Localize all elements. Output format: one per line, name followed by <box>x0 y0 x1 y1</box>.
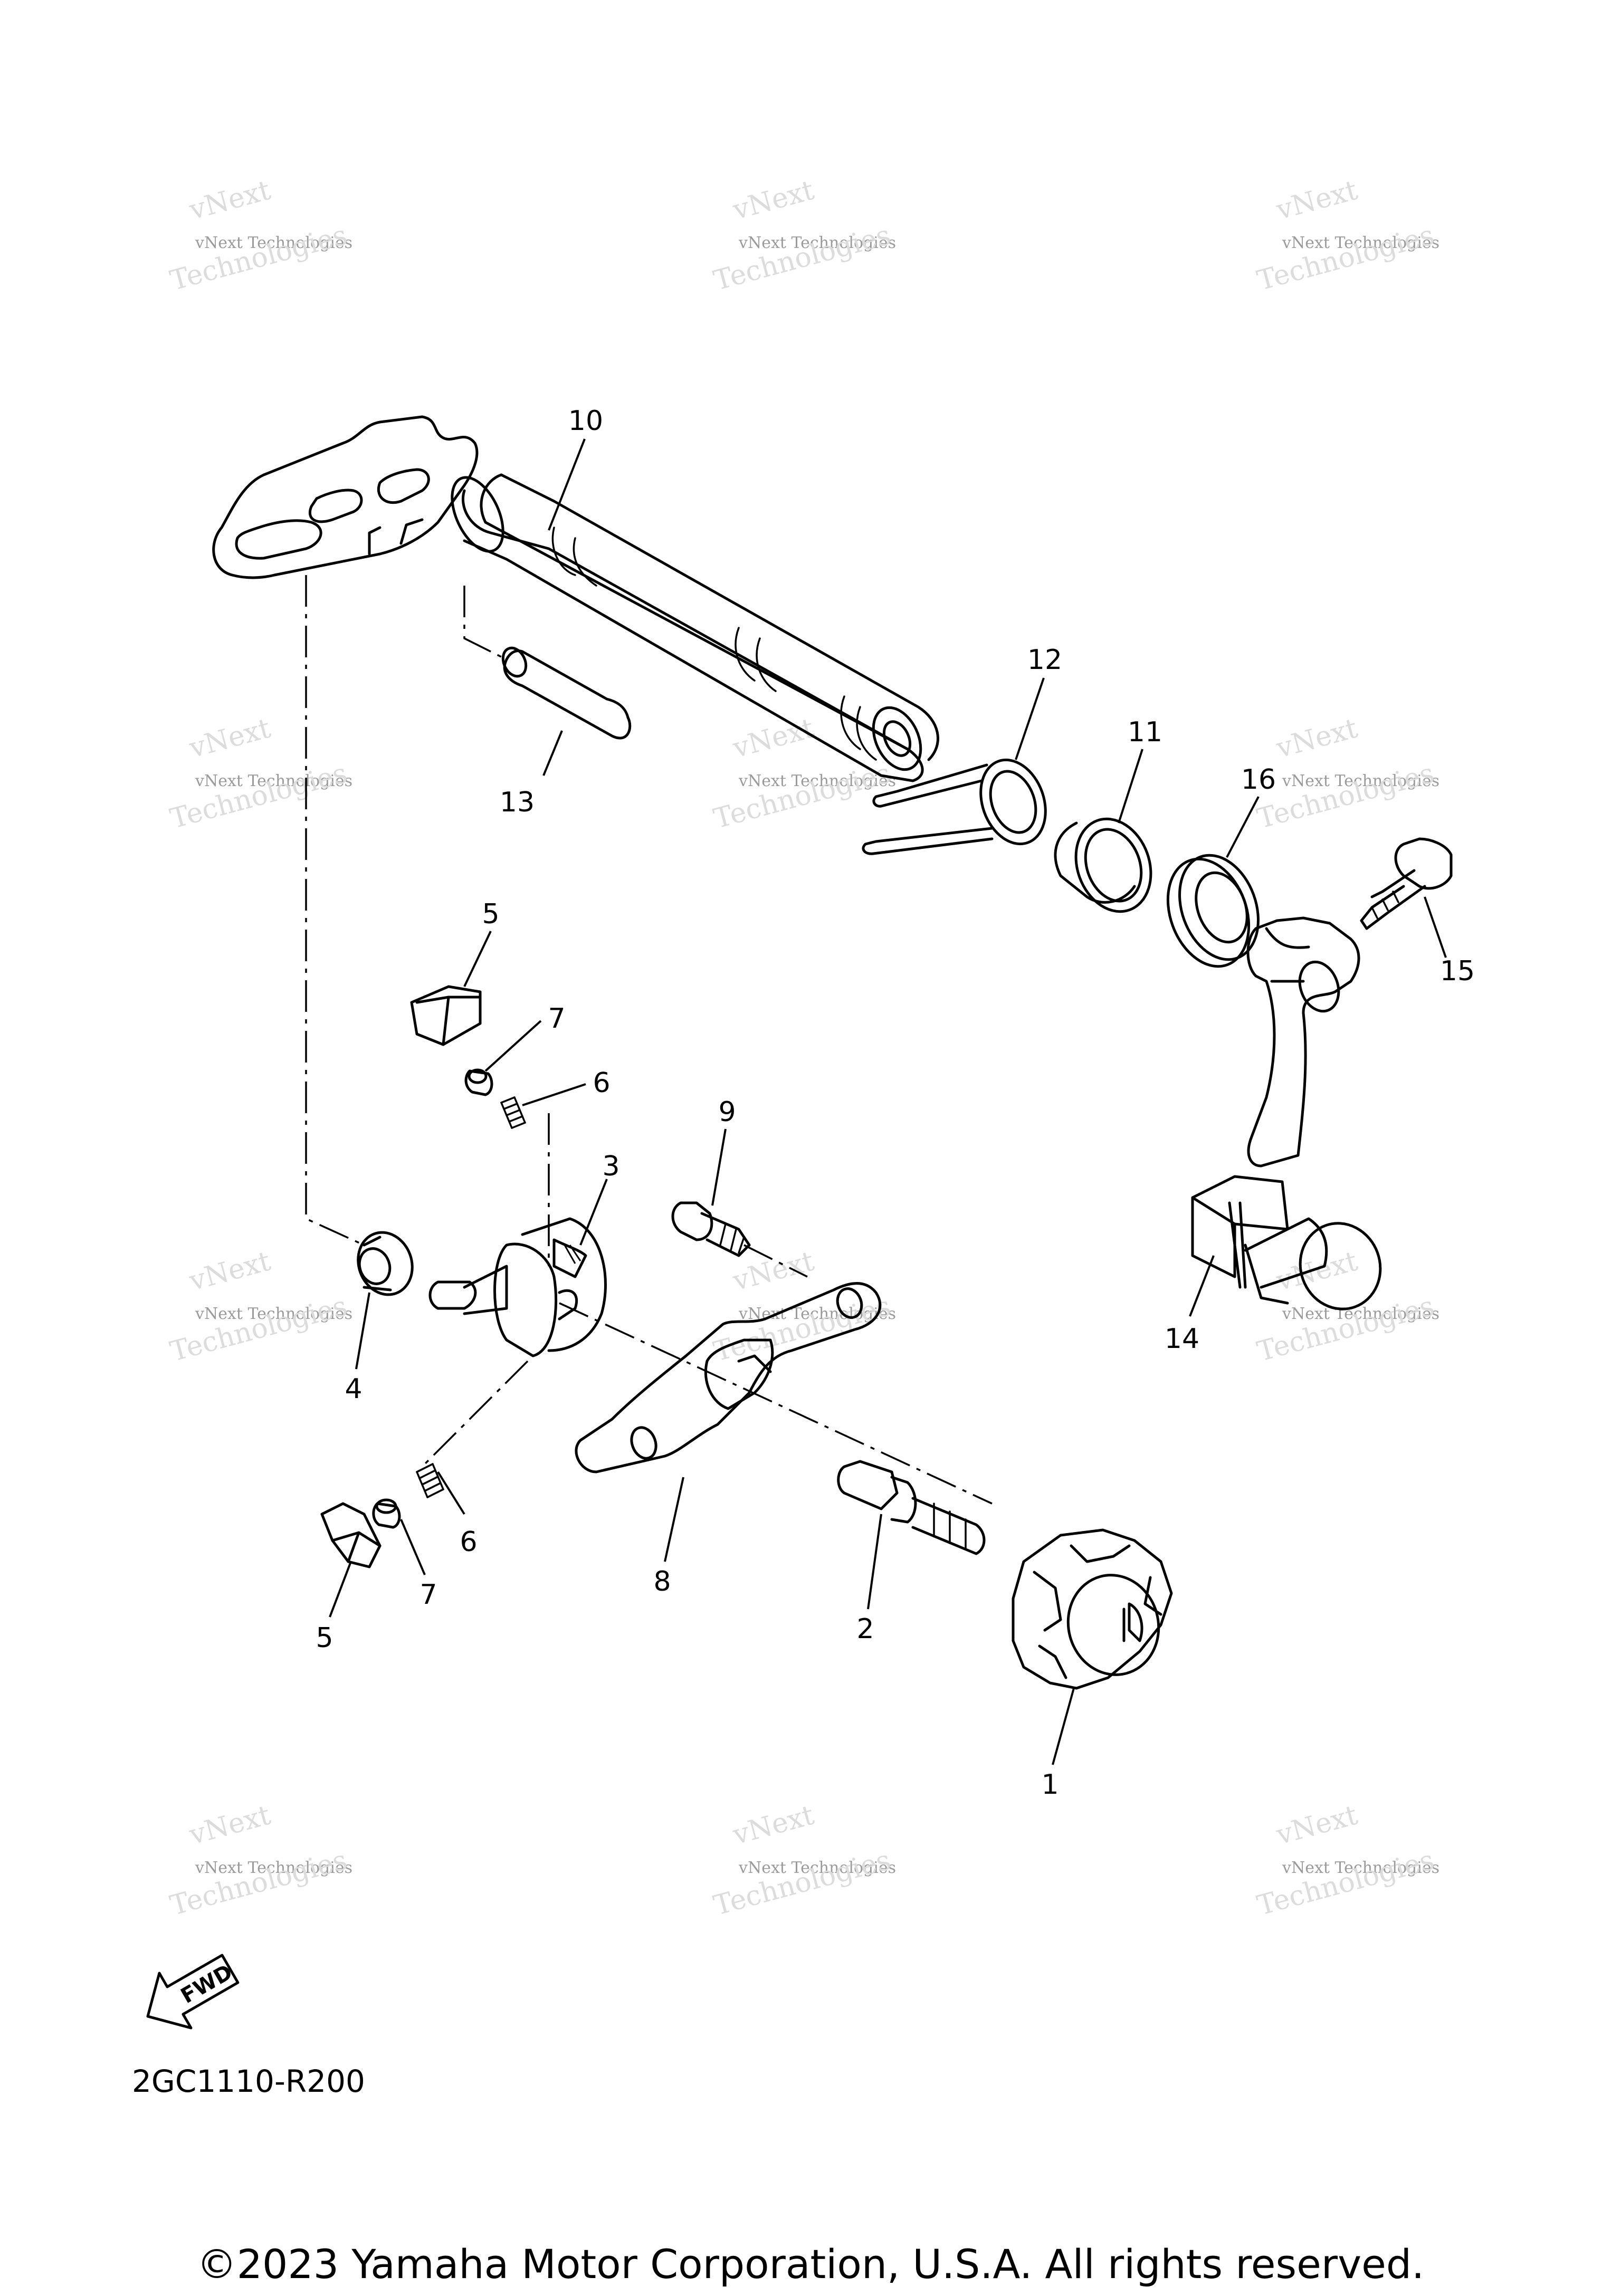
svg-text:vNext Technologies: vNext Technologies <box>1282 234 1439 252</box>
svg-text:vNext Technologies: vNext Technologies <box>195 1305 352 1323</box>
part-11-collar <box>1054 817 1152 913</box>
diagram-code: 2GC1110-R200 <box>132 2063 365 2099</box>
svg-text:vNext: vNext <box>1273 174 1361 226</box>
part-15-bolt <box>1360 837 1453 930</box>
svg-text:Technologies: Technologies <box>710 1844 894 1922</box>
part-5-stopper-lower <box>320 1502 382 1568</box>
callout-2: 2 <box>856 1613 874 1645</box>
part-5-stopper-upper <box>410 985 482 1046</box>
svg-text:vNext: vNext <box>1273 712 1361 764</box>
part-7-pin-upper <box>464 1068 493 1096</box>
svg-text:Technologies: Technologies <box>167 219 350 297</box>
watermark: vNext vNext Technologies Technologies <box>167 1245 352 1367</box>
svg-text:Technologies: Technologies <box>167 1290 350 1368</box>
part-6-spring-lower <box>416 1463 444 1498</box>
part-2-screw <box>837 1460 986 1555</box>
svg-text:vNext Technologies: vNext Technologies <box>1282 772 1439 790</box>
svg-text:vNext Technologies: vNext Technologies <box>738 772 896 790</box>
part-16-oil-seal <box>1166 854 1260 968</box>
callout-4: 4 <box>345 1373 362 1405</box>
svg-text:vNext: vNext <box>186 712 274 764</box>
part-9-bolt <box>671 1201 751 1257</box>
part-12-torsion-spring <box>862 758 1047 855</box>
svg-text:vNext: vNext <box>186 1245 274 1297</box>
svg-text:vNext Technologies: vNext Technologies <box>1282 1859 1439 1877</box>
svg-text:vNext: vNext <box>729 1799 817 1851</box>
svg-text:vNext: vNext <box>729 712 817 764</box>
watermark: vNext vNext Technologies Technologies <box>710 174 896 296</box>
callout-6-lower: 6 <box>460 1526 477 1558</box>
callout-9: 9 <box>718 1096 736 1128</box>
svg-text:vNext Technologies: vNext Technologies <box>738 234 896 252</box>
watermark: vNext vNext Technologies Technologies <box>1254 1245 1439 1367</box>
part-8-plate <box>575 1282 882 1474</box>
watermark: vNext vNext Technologies Technologies <box>1254 174 1439 296</box>
svg-text:vNext Technologies: vNext Technologies <box>195 234 352 252</box>
part-4-washer <box>357 1231 414 1296</box>
leader-lines <box>329 438 1447 1765</box>
watermark: vNext vNext Technologies Technologies <box>710 1799 896 1921</box>
part-6-spring-upper <box>500 1096 526 1129</box>
watermark: vNext vNext Technologies Technologies <box>1254 712 1439 835</box>
watermarks: vNext vNext Technologies Technologies vN… <box>167 174 1439 1921</box>
callout-10: 10 <box>568 405 603 437</box>
svg-text:Technologies: Technologies <box>1254 758 1437 835</box>
callout-14: 14 <box>1165 1323 1199 1355</box>
part-10-shift-shaft <box>212 415 939 782</box>
svg-text:vNext: vNext <box>1273 1799 1361 1851</box>
svg-text:Technologies: Technologies <box>1254 1844 1437 1922</box>
watermark: vNext vNext Technologies Technologies <box>710 1245 896 1367</box>
callout-13: 13 <box>500 787 535 818</box>
watermark: vNext vNext Technologies Technologies <box>167 174 352 296</box>
callout-12: 12 <box>1027 644 1062 676</box>
svg-text:vNext: vNext <box>186 174 274 226</box>
callout-1: 1 <box>1041 1769 1059 1801</box>
callout-15: 15 <box>1440 955 1475 987</box>
svg-text:vNext: vNext <box>729 174 817 226</box>
svg-text:Technologies: Technologies <box>167 758 350 835</box>
svg-text:vNext: vNext <box>1273 1245 1361 1297</box>
watermark: vNext vNext Technologies Technologies <box>167 712 352 835</box>
part-7-pin-lower <box>372 1498 401 1529</box>
svg-text:Technologies: Technologies <box>710 758 894 835</box>
svg-text:Technologies: Technologies <box>167 1844 350 1922</box>
svg-text:vNext Technologies: vNext Technologies <box>195 772 352 790</box>
part-14-shift-pedal <box>1191 916 1382 1310</box>
watermark: vNext vNext Technologies Technologies <box>1254 1799 1439 1921</box>
part-3-guide <box>428 1217 607 1357</box>
callout-7-lower: 7 <box>419 1579 437 1611</box>
svg-text:vNext Technologies: vNext Technologies <box>195 1859 352 1877</box>
callout-6-upper: 6 <box>593 1067 610 1099</box>
svg-text:Technologies: Technologies <box>1254 219 1437 297</box>
callout-7-upper: 7 <box>548 1003 565 1035</box>
callout-11: 11 <box>1128 716 1162 748</box>
svg-text:vNext Technologies: vNext Technologies <box>738 1859 896 1877</box>
callout-5-upper: 5 <box>482 898 499 930</box>
assembly-lines <box>305 575 993 1505</box>
callout-8: 8 <box>653 1566 671 1597</box>
copyright-notice: ©2023 Yamaha Motor Corporation, U.S.A. A… <box>197 2241 1425 2288</box>
callout-3: 3 <box>602 1151 619 1182</box>
callout-5-lower: 5 <box>316 1622 333 1654</box>
watermark: vNext vNext Technologies Technologies <box>167 1799 352 1921</box>
part-13-pin <box>501 646 632 740</box>
callout-16: 16 <box>1241 764 1276 796</box>
callouts: 1 2 3 4 5 5 6 6 7 7 8 9 10 11 12 13 14 1… <box>316 405 1475 1801</box>
part-1-segment <box>1012 1528 1173 1690</box>
svg-text:Technologies: Technologies <box>710 219 894 297</box>
fwd-arrow-icon: FWD <box>146 1954 240 2030</box>
svg-text:vNext Technologies: vNext Technologies <box>1282 1305 1439 1323</box>
svg-text:vNext: vNext <box>186 1799 274 1851</box>
